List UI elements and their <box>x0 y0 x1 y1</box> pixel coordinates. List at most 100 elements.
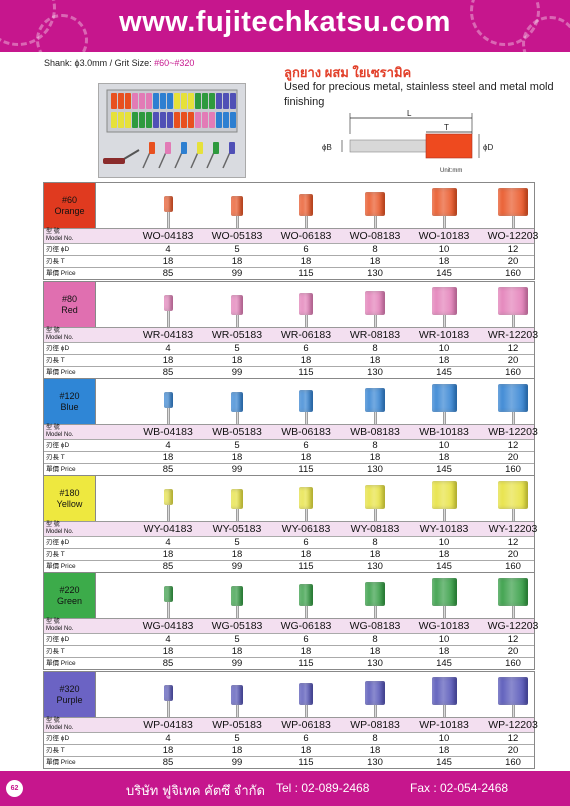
site-url: www.fujitechkatsu.com <box>119 6 451 38</box>
table-cell: WR-05183 <box>211 329 263 341</box>
table-cell: WB-04183 <box>143 426 193 438</box>
table-cell: 12 <box>507 634 519 645</box>
table-cell: 10 <box>438 537 450 548</box>
mounted-point-image <box>148 196 188 228</box>
row-label: 刃徑 ϕD <box>46 539 70 546</box>
table-cell: WP-10183 <box>419 719 469 731</box>
table-cell: 18 <box>231 452 243 463</box>
mounted-point-image <box>355 681 395 717</box>
gear-decoration-icon <box>522 16 570 52</box>
table-cell: WO-06183 <box>280 230 332 242</box>
table-cell: 85 <box>162 268 174 279</box>
table-cell: WR-10183 <box>418 329 470 341</box>
row-label: 刃徑 ϕD <box>46 735 70 742</box>
mounted-point-image <box>286 194 326 228</box>
table-cell: WG-08183 <box>349 620 401 632</box>
table-cell: 18 <box>162 452 174 463</box>
table-cell: 130 <box>367 757 383 768</box>
row-label: 單價 Price <box>46 270 76 277</box>
table-cell: WO-10183 <box>418 230 470 242</box>
label-phi-b: ϕB <box>322 143 332 152</box>
shank-spec: Shank: ϕ3.0mm / Grit Size: #60~#320 <box>44 58 194 68</box>
grit-label: #220 <box>59 584 80 595</box>
table-cell: 12 <box>507 244 519 255</box>
table-cell: WG-04183 <box>142 620 194 632</box>
mounted-point-image <box>217 586 257 618</box>
table-cell: 6 <box>303 733 309 744</box>
table-cell: WR-04183 <box>142 329 194 341</box>
table-cell: 18 <box>300 745 312 756</box>
row-label-en: Model No. <box>46 626 74 632</box>
table-cell: 18 <box>369 256 381 267</box>
table-cell: 130 <box>367 464 383 475</box>
table-cell: WY-05183 <box>212 523 262 535</box>
table-cell: 130 <box>367 268 383 279</box>
table-cell: WR-06183 <box>280 329 332 341</box>
mounted-point-image <box>148 685 188 717</box>
table-cell: WB-05183 <box>212 426 262 438</box>
table-cell: WR-08183 <box>349 329 401 341</box>
row-label-cn: 型 號 <box>46 718 60 724</box>
table-cell: 99 <box>231 561 243 572</box>
table-cell: WY-10183 <box>419 523 469 535</box>
table-cell: 20 <box>507 745 519 756</box>
table-cell: WG-05183 <box>211 620 263 632</box>
row-label-cn: 型 號 <box>46 425 60 431</box>
mounted-point-image <box>355 582 395 618</box>
table-cell: 130 <box>367 658 383 669</box>
table-cell: WB-06183 <box>281 426 331 438</box>
row-label-cn: 型 號 <box>46 522 60 528</box>
table-cell: 160 <box>505 757 521 768</box>
table-cell: 85 <box>162 561 174 572</box>
table-cell: 99 <box>231 464 243 475</box>
row-label: 單價 Price <box>46 660 76 667</box>
table-cell: 99 <box>231 268 243 279</box>
table-cell: 6 <box>303 634 309 645</box>
table-cell: WY-08183 <box>350 523 400 535</box>
table-cell: 115 <box>298 561 314 572</box>
table-cell: 18 <box>162 355 174 366</box>
table-cell: 18 <box>162 549 174 560</box>
mounted-point-image <box>217 392 257 424</box>
table-cell: 5 <box>234 537 240 548</box>
mounted-point-image <box>493 481 533 521</box>
table-cell: WP-06183 <box>281 719 331 731</box>
mounted-point-image <box>424 481 464 521</box>
product-title-thai: ลูกยาง ผสม ใยเซรามิค <box>284 65 412 80</box>
table-cell: 160 <box>505 658 521 669</box>
row-label: 單價 Price <box>46 466 76 473</box>
table-cell: 6 <box>303 440 309 451</box>
table-cell: 160 <box>505 268 521 279</box>
mounted-point-image <box>355 485 395 521</box>
table-cell: 18 <box>162 646 174 657</box>
table-cell: WP-05183 <box>212 719 262 731</box>
table-cell: WO-04183 <box>142 230 194 242</box>
table-cell: 10 <box>438 440 450 451</box>
table-cell: 145 <box>436 757 452 768</box>
mounted-point-image <box>148 586 188 618</box>
table-cell: WO-08183 <box>349 230 401 242</box>
table-cell: 20 <box>507 646 519 657</box>
table-cell: WY-04183 <box>143 523 193 535</box>
table-cell: 12 <box>507 537 519 548</box>
